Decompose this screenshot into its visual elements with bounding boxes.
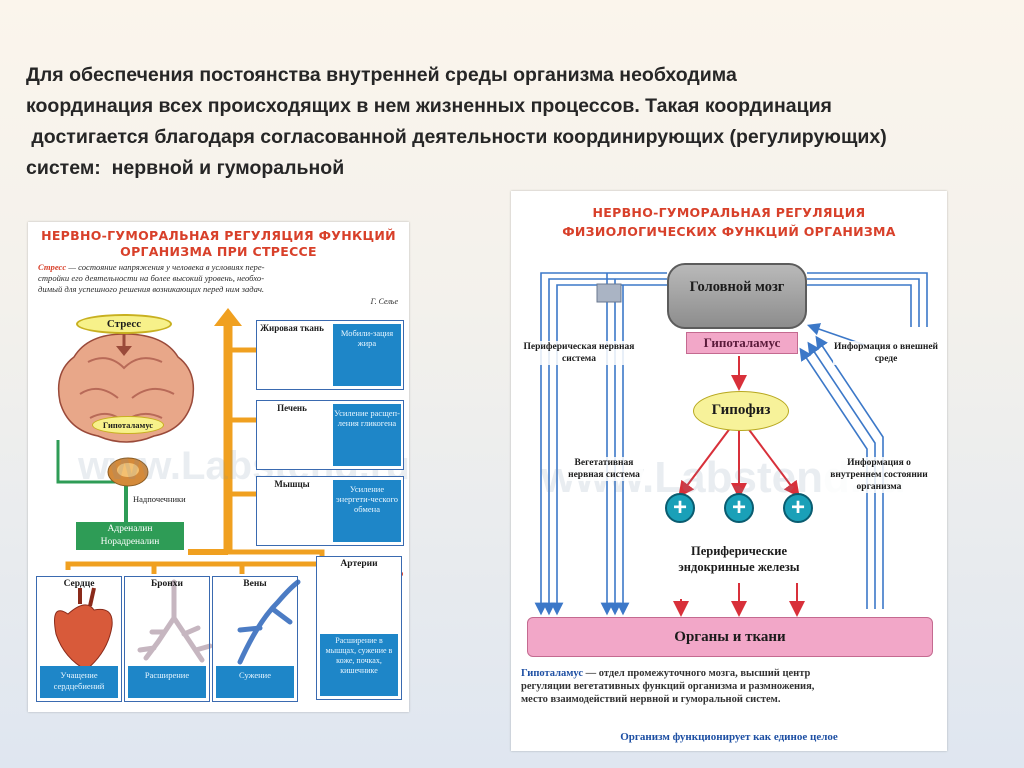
regulation-diagram-graphics [534, 272, 928, 617]
tissue-effect: Усиление энергети-ческого обмена [333, 480, 401, 542]
right-panel-title-line2: физиологических функций организма [562, 224, 896, 239]
tissue-effect: Усиление расщеп-ления гликогена [333, 404, 401, 466]
hypothalamus-definition-line: — отдел промежуточного мозга, высший цен… [583, 668, 811, 679]
footer-note: Организм функционирует как единое целое [620, 731, 838, 743]
tissue-name: Жировая ткань [260, 323, 324, 333]
plus-circle-3: + [783, 493, 813, 523]
tissue-name: Мышцы [274, 479, 310, 489]
stress-definition-line: стройки его деятельности на более высоки… [38, 273, 265, 283]
tissue-effect: Мобили-зация жира [333, 324, 401, 386]
plus-circle-1: + [665, 493, 695, 523]
trunk-branches [228, 347, 325, 567]
organ-effect: Учащение сердцебиений [40, 666, 118, 698]
hormone-adrenaline: Адреналин [107, 524, 153, 534]
hypothalamus-definition-line: место взаимодействий нервной и гуморальн… [521, 694, 781, 705]
hormone-feedback-line [56, 440, 123, 484]
tissue-box: Жировая ткань Мобили-зация жира [256, 320, 404, 390]
endocrine-glands-label: Периферические эндокринные железы [655, 543, 823, 575]
stress-oval: Стресс [76, 314, 172, 334]
pituitary-oval: Гипофиз [693, 391, 789, 431]
left-panel-title-line1: Нервно-гуморальная регуляция функций [41, 228, 396, 243]
left-panel-title-line2: организма при стрессе [120, 244, 317, 259]
intro-text: Для обеспечения постоянства внутренней с… [26, 60, 1016, 184]
hormones-box: Адреналин Норадреналин [76, 522, 184, 550]
intro-line-1: Для обеспечения постоянства внутренней с… [26, 64, 737, 86]
vegetative-ns-label: Вегетативная нервная система [565, 457, 643, 481]
brain-folds [79, 357, 175, 424]
organ-effect: Сужение [216, 666, 294, 698]
internal-info-label: Информация о внутреннем состоянии органи… [821, 457, 937, 493]
right-panel-title-line1: Нервно-гуморальная регуляция [592, 205, 866, 220]
tissue-box: Мышцы Усиление энергети-ческого обмена [256, 476, 404, 546]
hypothalamus-definition-line: регуляции вегетативных функций организма… [521, 681, 815, 692]
hypothalamus-oval: Гипоталамус [92, 416, 164, 434]
bronchi-picture [137, 579, 213, 663]
organs-tissues-box: Органы и ткани [527, 617, 933, 657]
plus-circle-2: + [724, 493, 754, 523]
tissue-name: Артерии [340, 559, 378, 569]
tissue-effect: Расширение в мышцах, сужение в коже, поч… [320, 634, 398, 696]
stress-definition-line: димый для успешного решения возникающих … [38, 284, 265, 294]
peripheral-ns-label: Периферическая нервная система [517, 341, 641, 365]
tissue-name: Печень [277, 403, 307, 413]
organ-effect: Расширение [128, 666, 206, 698]
stress-to-brain-arrowhead [116, 346, 132, 356]
stress-definition: Стресс — состояние напряжения у человека… [38, 262, 402, 306]
hormone-noradrenaline: Норадреналин [100, 537, 160, 547]
hypothalamus-definition-term: Гипоталамус [521, 668, 584, 679]
relay-square [596, 283, 622, 303]
intro-line-3: достигается благодаря согласованной деят… [26, 126, 887, 148]
nerve-pathways [534, 272, 928, 616]
hypothalamus-box: Гипоталамус [686, 332, 798, 354]
heart-picture [54, 604, 113, 671]
organ-name: Вены [243, 579, 267, 589]
intro-line-4: систем: нервной и гуморальной [26, 157, 345, 179]
veins-picture [237, 579, 301, 665]
stress-definition-line: — состояние напряжения у человека в усло… [66, 262, 265, 272]
tissue-box: Печень Усиление расщеп-ления гликогена [256, 400, 404, 470]
organ-name: Сердце [63, 579, 95, 589]
hypothalamus-definition: Гипоталамус — отдел промежуточного мозга… [521, 667, 941, 706]
stress-definition-term: Стресс [38, 262, 67, 272]
brain-box: Головной мозг [667, 263, 807, 329]
stress-regulation-panel: Нервно-гуморальная регуляция функций орг… [28, 222, 410, 712]
stress-definition-author: Г. Селье [370, 297, 398, 306]
adrenal-label: Надпочечники [133, 494, 186, 504]
neurohumoral-regulation-panel: Нервно-гуморальная регуляция физиологиче… [511, 191, 947, 751]
external-info-label: Информация о внешней среде [833, 341, 939, 365]
intro-line-2: координация всех происходящих в нем жизн… [26, 95, 832, 117]
organ-name: Бронхи [150, 579, 183, 589]
orange-trunk-arrowhead [214, 308, 242, 326]
hormonal-pathways [673, 356, 805, 617]
